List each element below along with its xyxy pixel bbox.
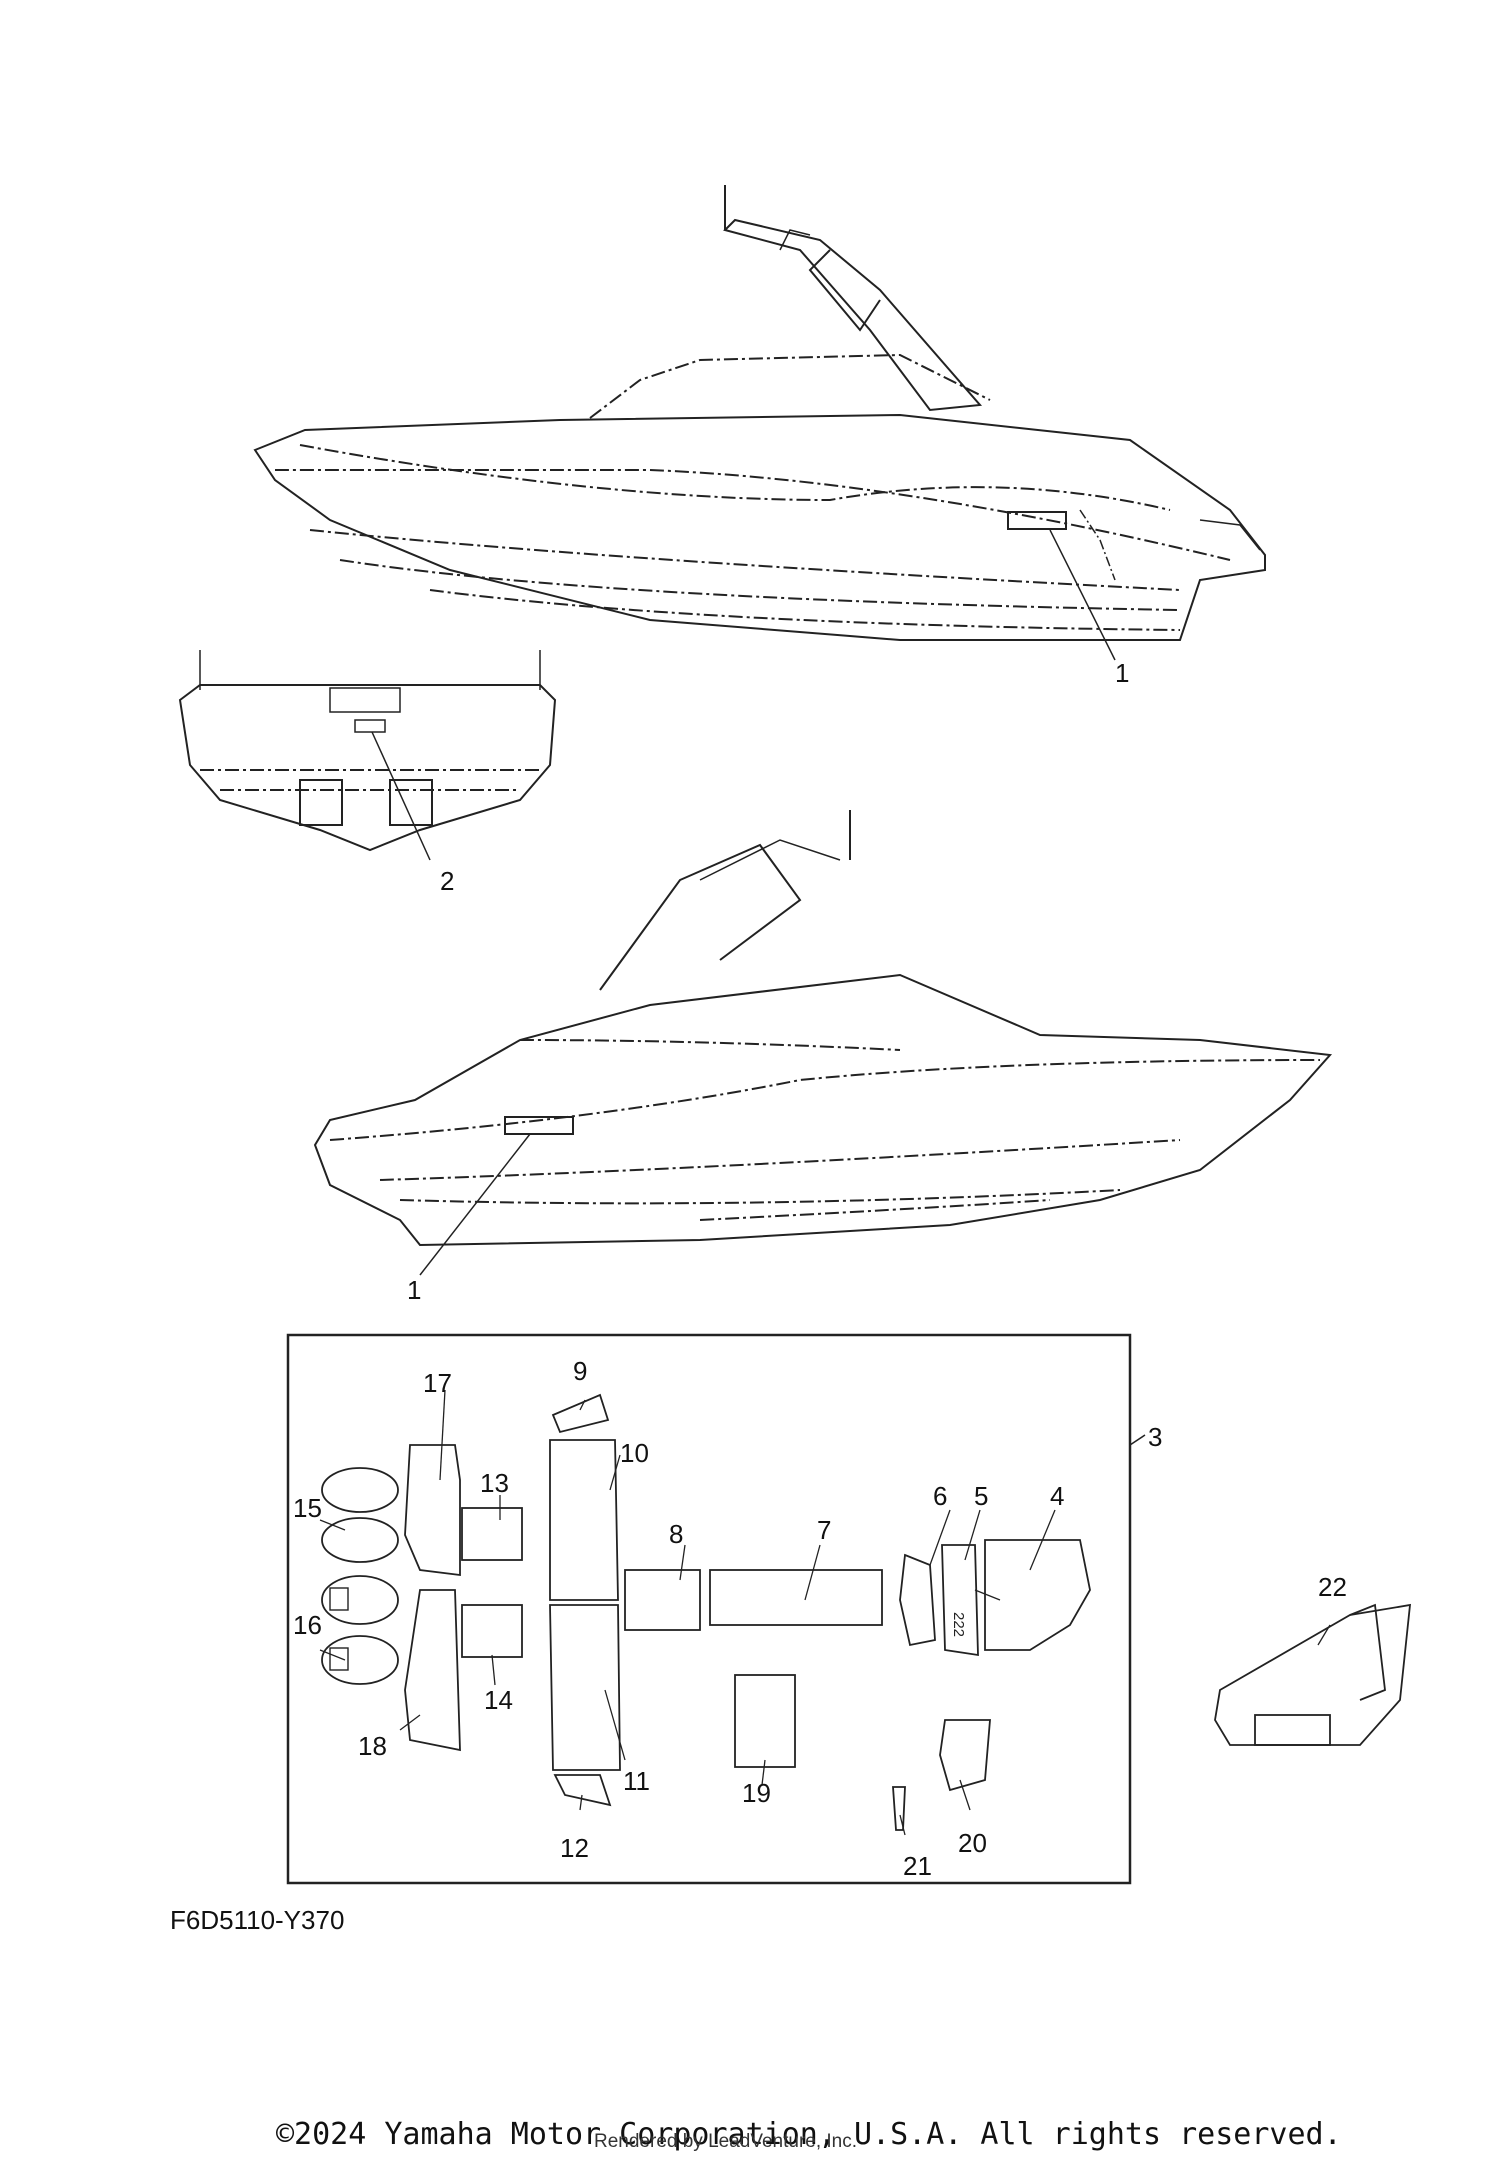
- callout-21: 21: [903, 1851, 932, 1881]
- decal-text: 222: [950, 1612, 967, 1637]
- mat-leader-lines: [319, 1389, 1056, 1836]
- callout-8: 8: [669, 1519, 684, 1549]
- callout-19: 19: [742, 1778, 771, 1808]
- leader-line: [1317, 1624, 1331, 1646]
- callout-13: 13: [480, 1468, 509, 1498]
- callout-7: 7: [817, 1515, 832, 1545]
- diagram-code: F6D5110-Y370: [170, 1905, 345, 1935]
- callout-3: 3: [1148, 1422, 1163, 1452]
- callout-18: 18: [358, 1731, 387, 1761]
- leader-line: [1129, 1434, 1146, 1446]
- callout-1-middle: 1: [407, 1275, 422, 1305]
- callout-9: 9: [573, 1356, 588, 1386]
- boat-side-view-top: [253, 185, 1266, 641]
- callout-4: 4: [1050, 1481, 1065, 1511]
- leader-line: [419, 1133, 531, 1276]
- callout-11: 11: [623, 1766, 650, 1796]
- boat-side-view-middle: [313, 810, 1333, 1247]
- callout-2: 2: [440, 866, 455, 896]
- callout-14: 14: [484, 1685, 513, 1715]
- mat-pieces: [321, 1393, 1091, 1831]
- callout-6: 6: [933, 1481, 948, 1511]
- leader-line: [371, 731, 431, 861]
- callout-16: 16: [293, 1610, 322, 1640]
- callout-10: 10: [620, 1438, 649, 1468]
- leader-line: [1049, 529, 1116, 661]
- callout-22: 22: [1318, 1572, 1347, 1602]
- callout-1-top: 1: [1115, 658, 1130, 688]
- rendered-by-note: Rendered by LeadVenture, Inc.: [594, 2131, 858, 2152]
- boat-rear-view: [178, 650, 557, 852]
- copyright-notice: ©2024 Yamaha Motor Corporation, U.S.A. A…: [276, 2117, 1342, 2152]
- mat-kit-frame: [286, 1333, 1132, 1885]
- callout-20: 20: [958, 1828, 987, 1858]
- callout-17: 17: [423, 1368, 452, 1398]
- callout-5: 5: [974, 1481, 989, 1511]
- callout-15: 15: [293, 1493, 322, 1523]
- callout-12: 12: [560, 1833, 589, 1863]
- seat-panel: [1214, 1603, 1412, 1746]
